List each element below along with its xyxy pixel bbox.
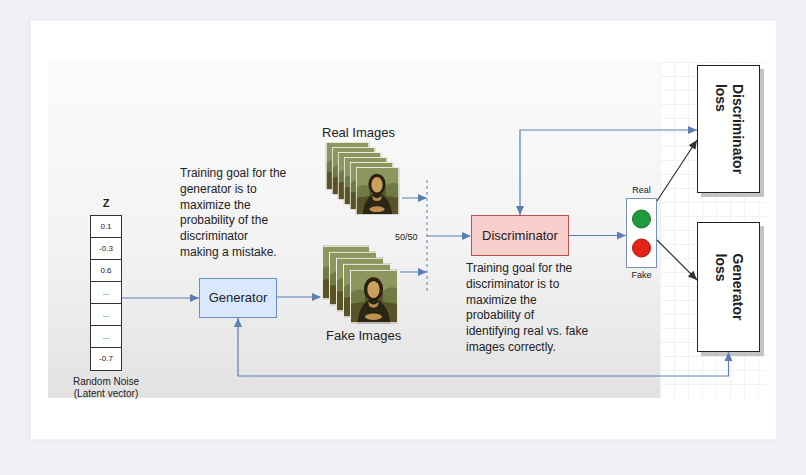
vector-value: -0.7 — [99, 354, 113, 364]
ratio-label: 50/50 — [395, 232, 418, 243]
note-text: Training goal for the generator is to ma… — [180, 166, 289, 261]
arrow — [277, 297, 320, 298]
card — [30, 20, 777, 440]
group-label: Real Images — [322, 125, 395, 140]
vector-cell: -0.3 — [91, 238, 121, 260]
vector-cell: ... — [91, 282, 121, 304]
fake-image-stack — [322, 246, 398, 323]
vector-value: ... — [103, 310, 110, 320]
box-label: Generator — [209, 290, 268, 306]
discriminator-box: Discriminator — [471, 215, 569, 256]
vector-heading: Z — [103, 197, 110, 210]
connector — [516, 126, 697, 215]
vector-caption: Random Noise (Latent vector) — [61, 376, 151, 400]
arrow — [402, 198, 426, 199]
box-label: Discriminator loss — [712, 84, 746, 174]
arrow-head — [689, 140, 697, 150]
vector-cell: -0.7 — [91, 348, 121, 370]
vector-value: ... — [103, 288, 110, 298]
vector-cell: 0.6 — [91, 260, 121, 282]
indicator-label: Real — [632, 185, 651, 196]
indicator-label: Fake — [631, 270, 651, 281]
connector — [122, 294, 199, 302]
vector-value: 0.6 — [100, 266, 111, 276]
screenshot-ground — [48, 62, 660, 398]
fake-light — [633, 239, 651, 257]
latent-vector: ZRandom Noise (Latent vector)0.1-0.30.6.… — [90, 215, 122, 371]
vector-cell: ... — [91, 304, 121, 326]
indicator-ground — [626, 198, 657, 268]
arrow-head — [688, 126, 697, 134]
arrow-head — [617, 232, 626, 240]
vector-value: 0.1 — [100, 222, 111, 232]
arrow-head — [234, 318, 242, 327]
vector-cell: 0.1 — [91, 216, 121, 238]
grid-ground — [660, 62, 765, 398]
output-indicator: RealFake — [626, 198, 657, 268]
connector-line — [657, 140, 697, 201]
vector-value: ... — [103, 332, 110, 342]
vector-cell: ... — [91, 326, 121, 348]
box-label: Discriminator — [482, 228, 558, 244]
connector — [657, 140, 697, 201]
connector-line — [657, 240, 697, 280]
real-image-stack — [326, 142, 399, 215]
loss-box: Generator loss — [697, 222, 760, 352]
arrow-head — [190, 294, 199, 302]
arrow-head — [688, 271, 697, 280]
box-label: Generator loss — [712, 254, 746, 321]
loss-box: Discriminator loss — [697, 65, 760, 193]
arrow-head — [725, 352, 733, 361]
generator-box: Generator — [199, 278, 277, 318]
connector — [657, 240, 697, 280]
arrow-head — [516, 206, 524, 215]
arrow — [400, 272, 426, 273]
connector-line — [122, 297, 199, 298]
real-light — [633, 210, 651, 228]
connector-line — [520, 130, 697, 215]
arrow — [427, 236, 470, 237]
connector — [569, 232, 626, 240]
note-text: Training goal for the discriminator is t… — [466, 261, 590, 356]
group-label: Fake Images — [326, 328, 401, 343]
vector-value: -0.3 — [99, 244, 113, 254]
